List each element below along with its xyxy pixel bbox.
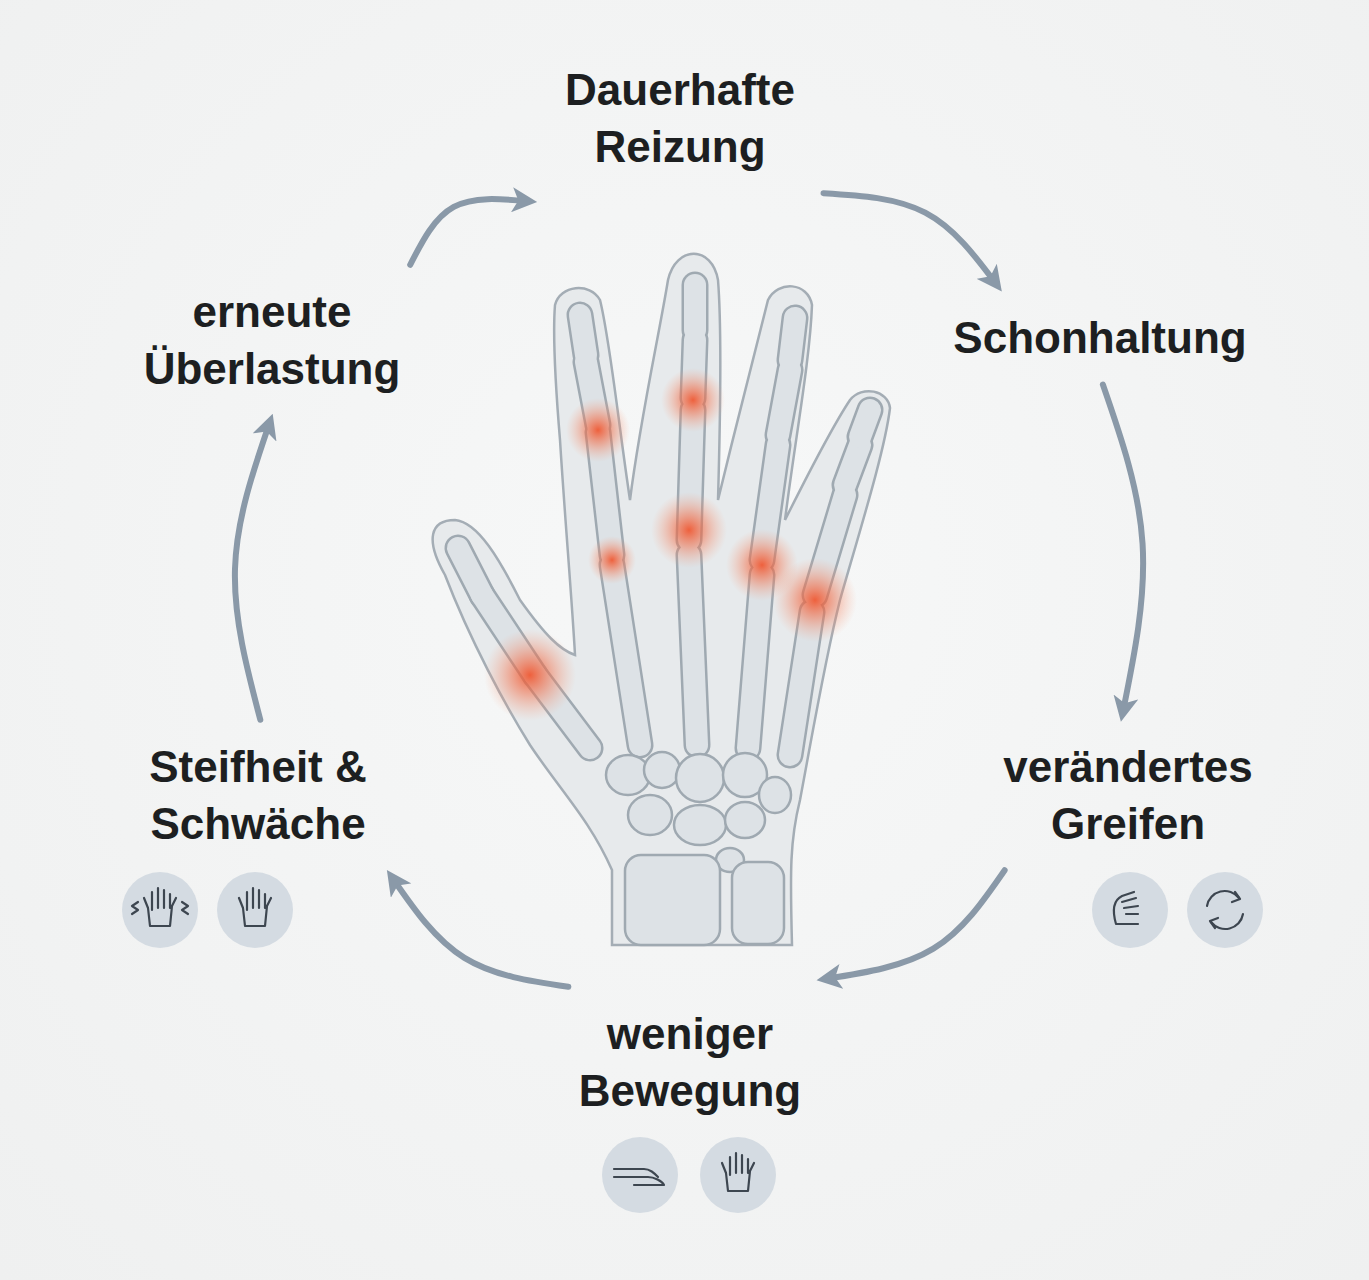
inflammation-glow	[661, 368, 725, 432]
cycle-arrow	[393, 878, 569, 987]
cycle-step: Dauerhafte Reizung	[530, 57, 830, 179]
cycle-step: Steifheit & Schwäche	[108, 734, 408, 856]
bone	[778, 370, 790, 435]
step-label: verändertes Greifen	[1003, 738, 1252, 852]
icons	[122, 872, 1263, 1213]
bone-outline	[612, 565, 640, 745]
inflammation-glow	[566, 398, 630, 462]
carpal-bone	[628, 795, 672, 835]
cycle-arrow	[235, 423, 270, 720]
bone	[684, 285, 706, 330]
carpal-bone	[725, 802, 765, 838]
carpal-bone	[674, 805, 726, 845]
symbol-icon	[122, 872, 198, 948]
bone	[580, 315, 586, 355]
cycle-arrow	[824, 193, 996, 283]
symbol-icon	[217, 872, 293, 948]
inflammation-glows	[484, 368, 857, 721]
step-label: Schonhaltung	[953, 309, 1246, 366]
inflammation-glow	[484, 629, 576, 721]
bone	[845, 445, 860, 485]
bone-outline	[689, 555, 697, 745]
cycle-step: erneute Überlastung	[112, 279, 432, 401]
bone	[790, 318, 795, 360]
cycle-arrow	[410, 199, 527, 265]
hand-outline	[433, 254, 890, 945]
bone-outline	[845, 445, 860, 485]
carpal-bone	[606, 755, 650, 795]
carpal-bone	[644, 752, 680, 788]
bone-outline	[790, 318, 795, 360]
forearm-bone	[625, 855, 720, 945]
cycle-arrow	[1103, 385, 1143, 712]
cycle-step: weniger Bewegung	[540, 1001, 840, 1123]
step-label: weniger Bewegung	[546, 1005, 834, 1119]
cycle-step: Schonhaltung	[947, 305, 1252, 370]
step-label: erneute Überlastung	[118, 283, 426, 397]
inflammation-glow	[773, 558, 857, 642]
inflammation-glow	[588, 536, 636, 584]
bones	[458, 285, 870, 945]
bone-outline	[748, 575, 762, 748]
bone	[860, 410, 870, 437]
carpal-bone	[676, 754, 724, 802]
bone-outline	[580, 315, 586, 355]
bone	[612, 565, 640, 745]
inflammation-glow	[651, 492, 727, 568]
bone-outline	[778, 370, 790, 435]
forearm-bone	[732, 862, 784, 944]
bone-outline	[860, 410, 870, 437]
bone-outline	[682, 285, 709, 330]
symbol-icon	[1187, 872, 1263, 948]
cycle-arrow	[826, 870, 1004, 979]
cycle-step: verändertes Greifen	[997, 734, 1258, 856]
symbol-icon	[1092, 872, 1168, 948]
bone	[458, 548, 482, 595]
symbol-icon	[700, 1137, 776, 1213]
bone-outline	[458, 548, 482, 595]
carpal-bone	[759, 777, 791, 813]
bone	[748, 575, 762, 748]
symbol-icon	[602, 1137, 678, 1213]
bone	[689, 555, 697, 745]
step-label: Steifheit & Schwäche	[114, 738, 402, 852]
step-label: Dauerhafte Reizung	[536, 61, 824, 175]
